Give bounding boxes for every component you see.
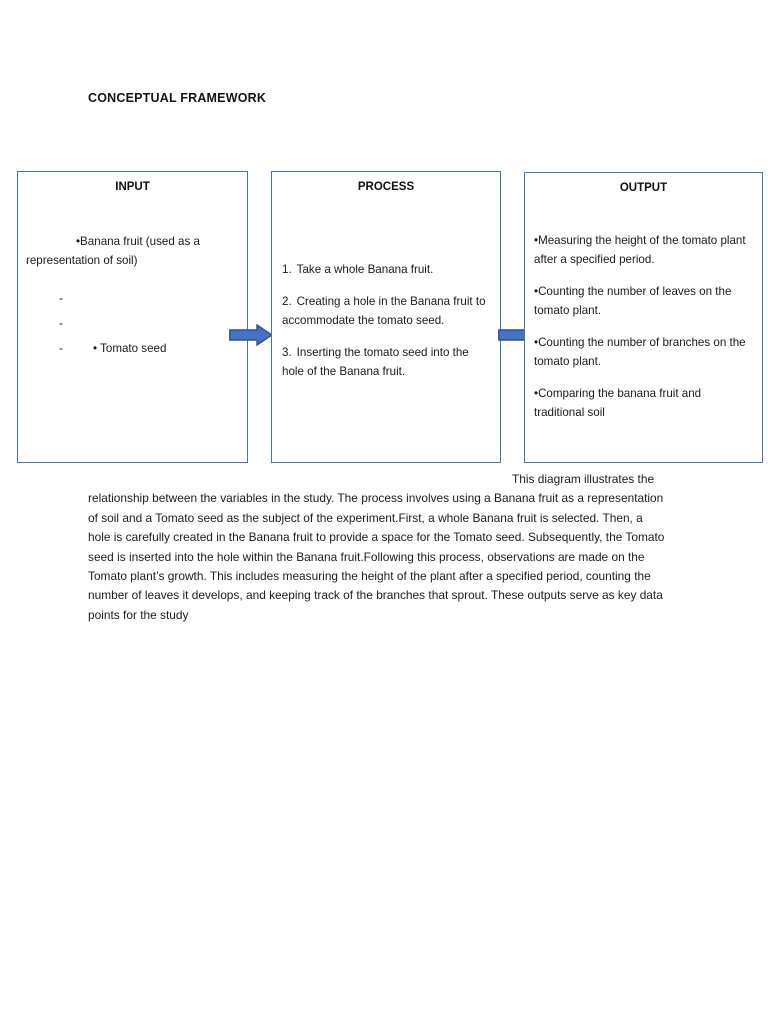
bullet-marker: • (534, 285, 539, 298)
process-box: PROCESS 1. Take a whole Banana fruit. 2.C… (271, 171, 501, 463)
list-item: •Counting the number of branches on the … (534, 333, 754, 371)
process-box-body: 1. Take a whole Banana fruit. 2.Creating … (272, 260, 500, 381)
dash-marker: - (59, 292, 63, 305)
step-text: Inserting the tomato seed into the hole … (282, 346, 469, 378)
step-text: Creating a hole in the Banana fruit to a… (282, 295, 486, 327)
bullet-marker: • (534, 387, 539, 400)
step-number: 3. (282, 346, 292, 359)
list-item: - (26, 286, 241, 311)
list-item: 1. Take a whole Banana fruit. (282, 260, 491, 279)
step-number: 2. (282, 295, 292, 308)
input-dash-list: - - - • Tomato seed (26, 286, 241, 361)
list-item-label: • Tomato seed (93, 342, 167, 355)
list-item: •Comparing the banana fruit and traditio… (534, 384, 754, 422)
right-arrow-icon (229, 323, 274, 347)
description-paragraph: This diagram illustrates the relationshi… (88, 470, 668, 625)
process-step-list: 1. Take a whole Banana fruit. 2.Creating … (282, 260, 491, 381)
output-box-body: •Measuring the height of the tomato plan… (525, 231, 762, 422)
list-item: - (26, 311, 241, 336)
bullet-marker: • (534, 234, 539, 247)
bullet-text: Counting the number of leaves on the tom… (534, 285, 732, 317)
output-box-title: OUTPUT (619, 182, 668, 194)
bullet-text: Counting the number of branches on the t… (534, 336, 746, 368)
step-text: Take a whole Banana fruit. (296, 263, 434, 276)
output-bullet-list: •Measuring the height of the tomato plan… (534, 231, 754, 422)
description-text: This diagram illustrates the relationshi… (88, 472, 665, 622)
bullet-text: Measuring the height of the tomato plant… (534, 234, 746, 266)
process-box-title: PROCESS (357, 181, 415, 193)
list-item: 3.Inserting the tomato seed into the hol… (282, 343, 491, 381)
bullet-marker: • (534, 336, 539, 349)
input-box-body: •Banana fruit (used as a representation … (18, 232, 247, 361)
output-box: OUTPUT •Measuring the height of the toma… (524, 172, 763, 463)
list-item: •Counting the number of leaves on the to… (534, 282, 754, 320)
dash-marker: - (59, 317, 63, 330)
bullet-text: Comparing the banana fruit and tradition… (534, 387, 702, 419)
list-item: •Measuring the height of the tomato plan… (534, 231, 754, 269)
input-box: INPUT •Banana fruit (used as a represent… (17, 171, 248, 463)
list-item: 2.Creating a hole in the Banana fruit to… (282, 292, 491, 330)
input-lead-item: •Banana fruit (used as a representation … (26, 235, 200, 267)
list-item: - • Tomato seed (26, 336, 241, 361)
dash-marker: - (59, 342, 63, 355)
input-box-title: INPUT (115, 181, 150, 193)
step-number: 1. (282, 263, 292, 276)
page-title: CONCEPTUAL FRAMEWORK (88, 91, 267, 105)
